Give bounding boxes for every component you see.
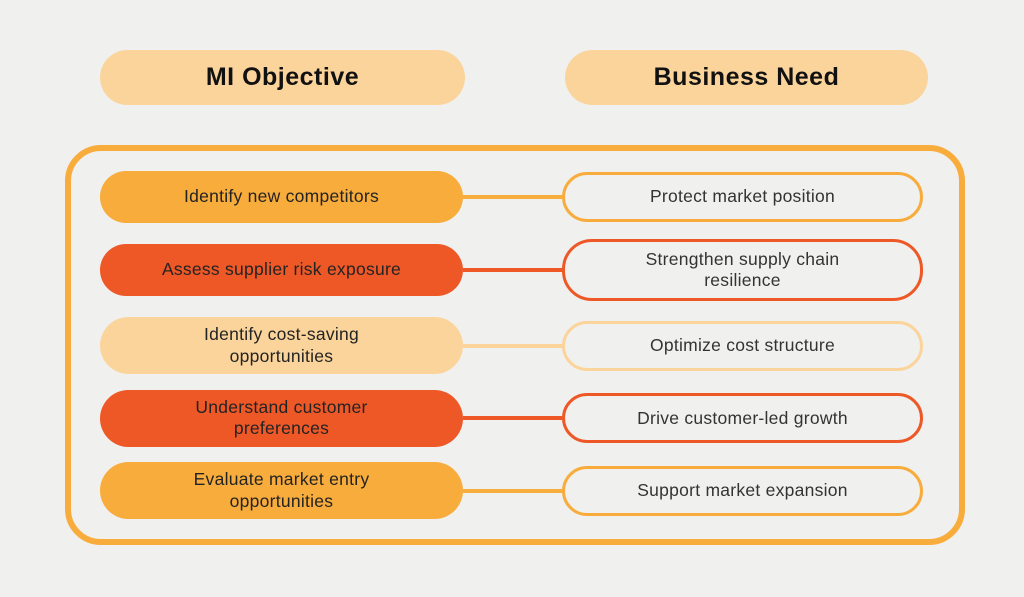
- business-need-label: Optimize cost structure: [650, 334, 835, 355]
- business-need-label: Drive customer-led growth: [637, 407, 848, 428]
- business-need-pill: Support market expansion: [562, 465, 923, 516]
- connector-line: [463, 488, 562, 493]
- connector-line: [463, 343, 562, 348]
- mi-objective-label: Evaluate market entry opportunities: [193, 469, 370, 511]
- mi-objective-pill: Identify new competitors: [100, 170, 463, 223]
- business-need-label: Strengthen supply chain resilience: [645, 248, 840, 291]
- mapping-row: Evaluate market entry opportunities Supp…: [100, 462, 923, 520]
- mi-objective-pill: Evaluate market entry opportunities: [100, 462, 463, 520]
- business-need-header-label: Business Need: [653, 63, 840, 91]
- mi-objective-header: MI Objective: [100, 50, 465, 105]
- connector-line: [463, 268, 562, 273]
- mapping-row: Identify new competitors Protect market …: [100, 170, 923, 223]
- mapping-row: Identify cost-saving opportunities Optim…: [100, 317, 923, 374]
- business-need-label: Support market expansion: [637, 480, 848, 501]
- mi-objective-pill: Understand customer preferences: [100, 389, 463, 447]
- business-need-pill: Strengthen supply chain resilience: [562, 238, 923, 302]
- mi-objective-label: Understand customer preferences: [195, 396, 368, 439]
- mi-objective-pill: Identify cost-saving opportunities: [100, 317, 463, 374]
- mapping-container: Identify new competitors Protect market …: [65, 145, 965, 545]
- business-need-label: Protect market position: [649, 186, 835, 207]
- mi-objective-header-label: MI Objective: [205, 63, 360, 91]
- mi-objective-label: Identify cost-saving opportunities: [203, 324, 360, 366]
- business-need-pill: Drive customer-led growth: [562, 393, 923, 444]
- mi-objective-label: Identify new competitors: [184, 186, 379, 207]
- connector-line: [463, 194, 562, 199]
- mapping-row: Assess supplier risk exposure Strengthen…: [100, 238, 923, 302]
- business-need-pill: Protect market position: [562, 171, 923, 222]
- connector-line: [463, 416, 562, 421]
- business-need-pill: Optimize cost structure: [562, 320, 923, 371]
- mi-objective-pill: Assess supplier risk exposure: [100, 244, 463, 297]
- mi-objective-label: Assess supplier risk exposure: [161, 259, 402, 280]
- mapping-row: Understand customer preferences Drive cu…: [100, 389, 923, 447]
- business-need-header: Business Need: [565, 50, 928, 105]
